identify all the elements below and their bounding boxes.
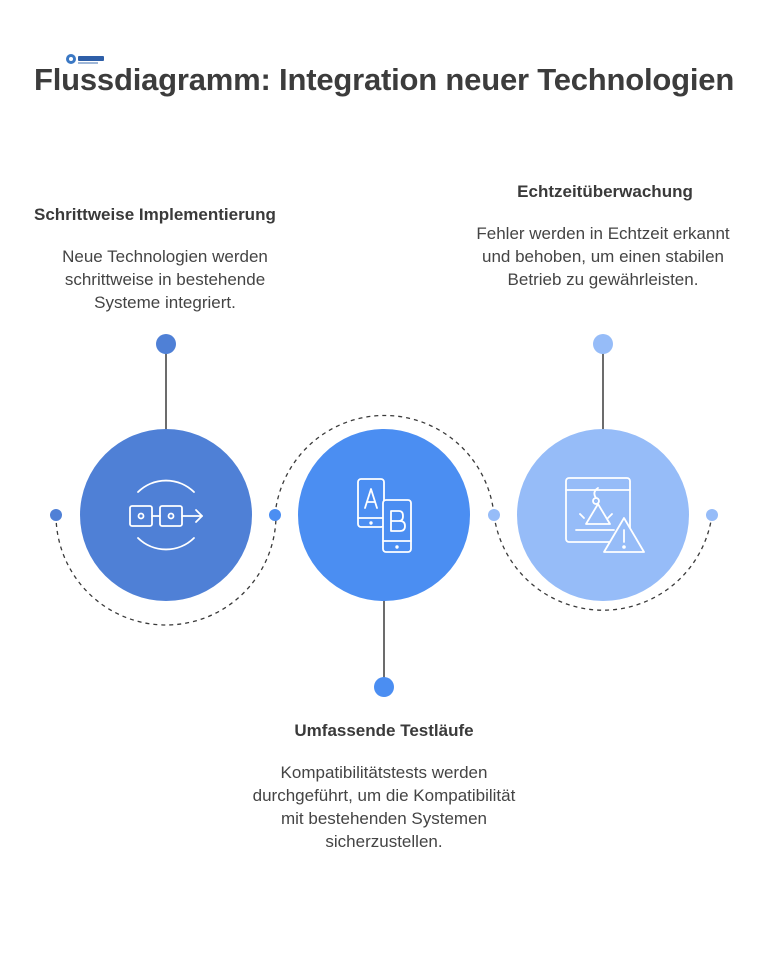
page-title: Flussdiagramm: Integration neuer Technol… <box>34 62 735 97</box>
step-3-dot <box>593 334 613 354</box>
junction-dot-1 <box>50 509 62 521</box>
step-1-title: Schrittweise Implementierung <box>34 205 276 224</box>
step-1-description: Neue Technologien werden schrittweise in… <box>62 247 268 312</box>
step-2-dot <box>374 677 394 697</box>
junction-dot-4 <box>706 509 718 521</box>
step-2-title: Umfassende Testläufe <box>294 721 474 740</box>
brand-logo <box>66 54 104 64</box>
step-3-description: Fehler werden in Echtzeit erkannt und be… <box>476 224 730 289</box>
step-1-dot <box>156 334 176 354</box>
step-3-circle <box>517 429 689 601</box>
step-3-title: Echtzeitüberwachung <box>517 182 693 201</box>
step-1-circle <box>80 429 252 601</box>
step-2-description: Kompatibilitätstests werden durchgeführt… <box>252 763 516 851</box>
monitoring-alert-icon <box>565 477 645 553</box>
junction-dot-2 <box>269 509 281 521</box>
process-flow-icon <box>129 479 203 551</box>
ab-test-icon <box>357 478 412 553</box>
connector-arc-2 <box>274 414 495 516</box>
junction-dot-3 <box>488 509 500 521</box>
connector-arc-1 <box>55 514 277 626</box>
